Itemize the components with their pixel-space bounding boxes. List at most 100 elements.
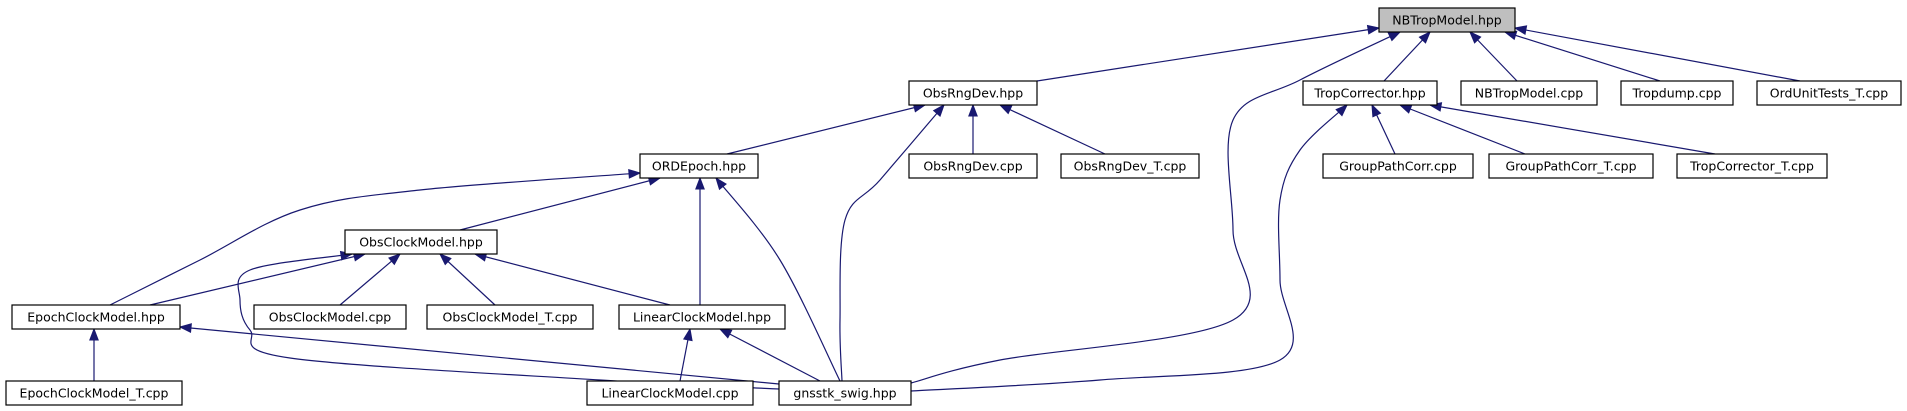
edge-linearclockmodel_hpp-to-gnsstk_swig_hpp <box>718 328 821 382</box>
node-epochclockmodel-t-cpp[interactable]: EpochClockModel_T.cpp <box>5 380 183 406</box>
node-label: gnsstk_swig.hpp <box>793 386 896 401</box>
node-box[interactable] <box>1756 80 1902 106</box>
edge-line <box>1399 104 1526 155</box>
arrowhead-icon <box>968 103 978 117</box>
edge-obsclockmodel_hpp-to-obsclockmodel_t_cpp <box>438 253 496 306</box>
node-label: NBTropModel.cpp <box>1475 86 1583 101</box>
arrowhead-icon <box>1469 30 1482 44</box>
edge-tropcorrector_hpp-to-tropcorrector_t_cpp <box>1428 102 1716 155</box>
node-linearclockmodel-hpp[interactable]: LinearClockModel.hpp <box>618 304 786 330</box>
arrowhead-icon <box>388 253 402 266</box>
node-label: OrdUnitTests_T.cpp <box>1770 86 1888 101</box>
arrowhead-icon <box>1418 30 1431 44</box>
node-box[interactable] <box>344 229 498 255</box>
node-linearclockmodel-cpp[interactable]: LinearClockModel.cpp <box>586 380 754 406</box>
node-box[interactable] <box>586 380 754 406</box>
node-grouppathcorr-t-cpp[interactable]: GroupPathCorr_T.cpp <box>1488 153 1654 179</box>
edge-line <box>910 104 1348 392</box>
node-obsclockmodel-cpp[interactable]: ObsClockModel.cpp <box>253 304 407 330</box>
node-label: ObsRngDev.cpp <box>923 159 1022 174</box>
node-grouppathcorr-cpp[interactable]: GroupPathCorr.cpp <box>1322 153 1474 179</box>
node-obsrngdev-t-cpp[interactable]: ObsRngDev_T.cpp <box>1060 153 1200 179</box>
edge-nbtropmodel_hpp-to-tropdump_cpp <box>1503 30 1661 82</box>
node-box[interactable] <box>778 380 912 406</box>
node-ordunittests-t-cpp[interactable]: OrdUnitTests_T.cpp <box>1756 80 1902 106</box>
edge-linearclockmodel_hpp-to-linearclockmodel_cpp <box>679 327 693 382</box>
arrowhead-icon <box>932 103 945 117</box>
node-obsclockmodel-t-cpp[interactable]: ObsClockModel_T.cpp <box>426 304 594 330</box>
edge-obsrngdev_hpp-to-obsrngdev_t_cpp <box>998 104 1106 155</box>
arrowhead-icon <box>1371 103 1382 118</box>
node-label: LinearClockModel.hpp <box>633 310 771 325</box>
node-box[interactable] <box>908 80 1038 106</box>
edge-line <box>726 104 926 155</box>
node-label: Tropdump.cpp <box>1632 86 1722 101</box>
edge-obsclockmodel_hpp-to-linearclockmodel_hpp <box>473 252 671 306</box>
node-box[interactable] <box>426 304 594 330</box>
edge-ordepoch_hpp-to-linearclockmodel_hpp <box>695 176 705 305</box>
edge-obsrngdev_hpp-to-ordepoch_hpp <box>726 102 927 155</box>
edge-epochclockmodel_hpp-to-gnsstk_swig_hpp <box>178 323 780 385</box>
arrowhead-icon <box>998 104 1013 115</box>
edge-epochclockmodel_hpp-to-epochclockmodel_t_cpp <box>89 327 99 381</box>
node-obsclockmodel-hpp[interactable]: ObsClockModel.hpp <box>344 229 498 255</box>
node-box[interactable] <box>618 304 786 330</box>
node-label: TropCorrector.hpp <box>1313 86 1425 101</box>
node-box[interactable] <box>1378 7 1516 33</box>
node-box[interactable] <box>11 304 181 330</box>
arrowhead-icon <box>1387 31 1402 42</box>
node-box[interactable] <box>1488 153 1654 179</box>
node-label: TropCorrector_T.cpp <box>1689 159 1814 174</box>
edge-line <box>1429 104 1716 155</box>
arrowhead-icon <box>628 168 642 179</box>
node-label: ObsClockModel.cpp <box>269 310 392 325</box>
edge-line <box>1036 27 1380 82</box>
edge-line <box>109 172 641 306</box>
node-box[interactable] <box>1322 153 1474 179</box>
node-obsrngdev-cpp[interactable]: ObsRngDev.cpp <box>908 153 1038 179</box>
node-label: ObsRngDev.hpp <box>923 86 1023 101</box>
edge-obsclockmodel_hpp-to-obsclockmodel_cpp <box>339 253 402 306</box>
node-box[interactable] <box>253 304 407 330</box>
arrowhead-icon <box>718 328 733 339</box>
edge-line <box>439 253 496 306</box>
node-box[interactable] <box>1676 153 1828 179</box>
node-nbtropmodel-cpp[interactable]: NBTropModel.cpp <box>1460 80 1598 106</box>
node-box[interactable] <box>908 153 1038 179</box>
arrowhead-icon <box>1513 25 1528 35</box>
edge-line <box>474 253 671 306</box>
node-label: EpochClockModel_T.cpp <box>20 386 169 401</box>
edge-tropcorrector_hpp-to-grouppathcorr_cpp <box>1371 103 1396 155</box>
node-box[interactable] <box>1302 80 1438 106</box>
node-box[interactable] <box>1060 153 1200 179</box>
node-tropcorrector-t-cpp[interactable]: TropCorrector_T.cpp <box>1676 153 1828 179</box>
node-box[interactable] <box>5 380 183 406</box>
node-label: ObsRngDev_T.cpp <box>1074 159 1187 174</box>
edge-obsclockmodel_hpp-to-epochclockmodel_hpp <box>149 251 367 306</box>
edge-obsrngdev_hpp-to-gnsstk_swig_hpp <box>839 103 945 382</box>
node-box[interactable] <box>639 153 759 179</box>
node-box[interactable] <box>1460 80 1598 106</box>
arrowhead-icon <box>682 327 693 342</box>
node-obsrngdev-hpp[interactable]: ObsRngDev.hpp <box>908 80 1038 106</box>
node-epochclockmodel-hpp[interactable]: EpochClockModel.hpp <box>11 304 181 330</box>
arrowhead-icon <box>1398 104 1413 114</box>
node-ordepoch-hpp[interactable]: ORDEpoch.hpp <box>639 153 759 179</box>
node-tropcorrector-hpp[interactable]: TropCorrector.hpp <box>1302 80 1438 106</box>
arrowhead-icon <box>1366 24 1381 35</box>
node-box[interactable] <box>1620 80 1734 106</box>
edge-ordepoch_hpp-to-gnsstk_swig_hpp <box>715 176 841 382</box>
node-label: GroupPathCorr_T.cpp <box>1505 159 1636 174</box>
node-gnsstk-swig-hpp[interactable]: gnsstk_swig.hpp <box>778 380 912 406</box>
node-tropdump-cpp[interactable]: Tropdump.cpp <box>1620 80 1734 106</box>
edge-nbtropmodel_hpp-to-nbtropmodel_cpp <box>1469 30 1518 82</box>
node-nbtropmodel-hpp[interactable]: NBTropModel.hpp <box>1378 7 1516 33</box>
edge-line <box>839 104 945 382</box>
node-label: EpochClockModel.hpp <box>27 310 165 325</box>
edge-line <box>715 177 841 382</box>
edges-layer <box>89 24 1801 392</box>
node-label: GroupPathCorr.cpp <box>1339 159 1457 174</box>
edge-line <box>1504 31 1661 82</box>
